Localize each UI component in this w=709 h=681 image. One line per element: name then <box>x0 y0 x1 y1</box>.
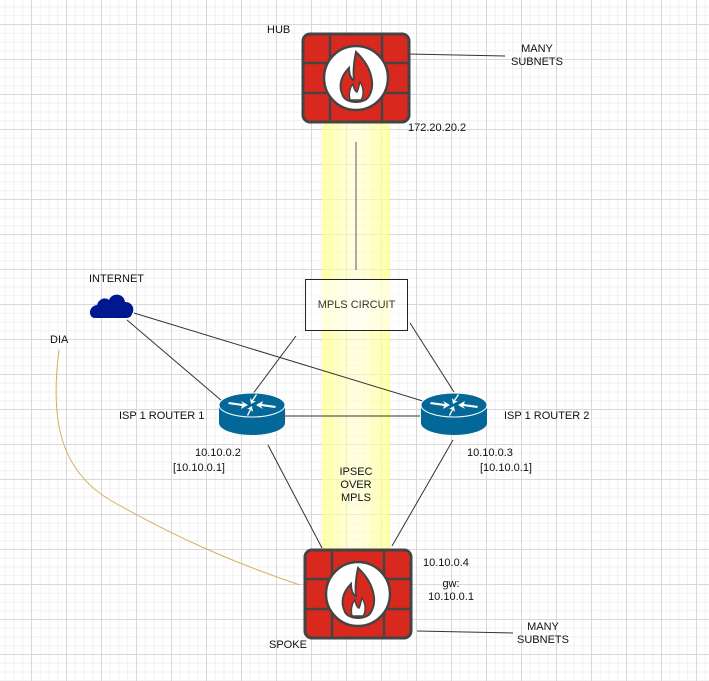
hub-ip-label: 172.20.20.2 <box>408 122 467 134</box>
router1-spoke-link <box>267 444 323 549</box>
hub-firewall-icon[interactable] <box>301 32 411 124</box>
internet-cloud-icon[interactable] <box>89 294 134 318</box>
spoke-gw-block: gw: 10.10.0.1 <box>421 578 481 604</box>
mpls-circuit-box[interactable]: MPLS CIRCUIT <box>305 279 408 331</box>
ipsec-tunnel-highlight <box>322 120 390 560</box>
internet-router1-link <box>126 319 223 402</box>
spoke-subnets-label: MANY SUBNETS <box>513 621 573 647</box>
spoke-label: SPOKE <box>269 639 307 651</box>
router1-ip-label: 10.10.0.2 <box>195 447 241 459</box>
router1-icon[interactable] <box>218 392 286 436</box>
hub-subnets-line1: MANY <box>521 43 553 55</box>
mpls-router2-link <box>409 322 455 393</box>
spoke-subnets-line2: SUBNETS <box>517 634 569 646</box>
spoke-ip-label: 10.10.0.4 <box>423 557 469 569</box>
hub-subnets-link <box>407 53 506 57</box>
router2-vip-label: [10.10.0.1] <box>480 462 532 474</box>
router2-label: ISP 1 ROUTER 2 <box>504 410 590 422</box>
mpls-router1-link <box>251 335 297 396</box>
router1-vip-label: [10.10.0.1] <box>173 462 225 474</box>
dia-label: DIA <box>50 334 69 346</box>
router2-spoke-link <box>391 439 454 547</box>
spoke-gw-label: gw: <box>442 578 460 590</box>
mpls-circuit-label: MPLS CIRCUIT <box>317 299 396 311</box>
tunnel-line1: IPSEC <box>339 466 373 478</box>
spoke-gw-ip: 10.10.0.1 <box>428 591 474 603</box>
router2-ip-label: 10.10.0.3 <box>467 447 513 459</box>
dia-link <box>55 349 301 586</box>
tunnel-line2: OVER <box>340 479 372 491</box>
tunnel-line3: MPLS <box>341 492 371 504</box>
hub-subnets-line2: SUBNETS <box>511 56 563 68</box>
spoke-subnets-line1: MANY <box>527 621 559 633</box>
ipsec-tunnel-label: IPSEC OVER MPLS <box>331 466 381 505</box>
spoke-firewall-icon[interactable] <box>303 548 413 640</box>
hub-label: HUB <box>267 24 291 36</box>
spoke-subnets-link <box>416 630 514 634</box>
hub-subnets-label: MANY SUBNETS <box>507 43 567 69</box>
internet-label: INTERNET <box>89 273 144 285</box>
router2-icon[interactable] <box>420 392 488 436</box>
router1-label: ISP 1 ROUTER 1 <box>119 410 205 422</box>
